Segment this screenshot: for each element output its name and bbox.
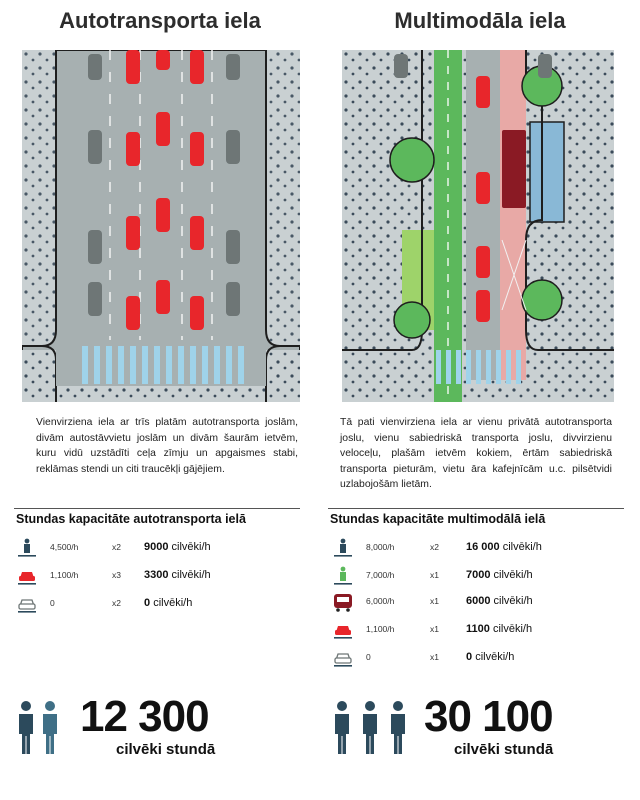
- left-description: Vienvirziena iela ar trīs platām autotra…: [36, 417, 298, 475]
- left-street-diagram: [22, 50, 300, 402]
- total-number: 0: [144, 597, 151, 609]
- rate: 1,100/h: [50, 570, 79, 580]
- total-unit: cilvēki/h: [153, 597, 193, 609]
- multiplier: x2: [430, 542, 439, 552]
- pedestrian-icon: [334, 538, 352, 557]
- right-row-bus: 6,000/h x1 6000 cilvēki/h: [332, 592, 622, 614]
- rate: 1,100/h: [366, 624, 395, 634]
- rate: 8,000/h: [366, 542, 395, 552]
- total-number: 7000: [466, 569, 491, 581]
- parked-car-icon: [18, 599, 36, 613]
- total-number: 9000: [144, 541, 169, 553]
- total-unit: cilvēki/h: [475, 651, 515, 663]
- right-title: Multimodāla iela: [394, 8, 566, 33]
- parked-car-icon: [334, 653, 352, 667]
- left-total: 12 300: [80, 692, 210, 741]
- rate: 0: [366, 652, 371, 662]
- multiplier: x3: [112, 570, 121, 580]
- multiplier: x1: [430, 624, 439, 634]
- bus-icon: [334, 594, 352, 612]
- total-unit: cilvēki/h: [171, 569, 211, 581]
- right-total: 30 100: [424, 692, 554, 741]
- total-number: 6000: [466, 595, 491, 607]
- left-total-label: cilvēki stundā: [116, 741, 216, 758]
- left-row-parked-car: 0 x2 0 cilvēki/h: [16, 594, 296, 616]
- total-unit: cilvēki/h: [171, 541, 211, 553]
- right-description: Tā pati vienvirziena iela ar vienu privā…: [340, 417, 612, 490]
- left-row-pedestrian: 4,500/h x2 9000 cilvēki/h: [16, 538, 296, 560]
- right-row-parked-car: 0 x1 0 cilvēki/h: [332, 648, 622, 670]
- multiplier: x1: [430, 596, 439, 606]
- right-total-label: cilvēki stundā: [454, 741, 554, 758]
- total-number: 3300: [144, 569, 169, 581]
- total-unit: cilvēki/h: [502, 541, 542, 553]
- right-row-pedestrian: 8,000/h x2 16 000 cilvēki/h: [332, 538, 622, 560]
- cyclist-icon: [334, 566, 352, 585]
- total-unit: cilvēki/h: [492, 623, 533, 635]
- multiplier: x1: [430, 652, 439, 662]
- rate: 7,000/h: [366, 570, 395, 580]
- left-title: Autotransporta iela: [59, 8, 261, 33]
- right-row-car: 1,100/h x1 1100 cilvēki/h: [332, 620, 622, 642]
- right-capacity-heading: Stundas kapacitāte multimodālā ielā: [330, 512, 546, 526]
- people-group-icon: [19, 701, 57, 754]
- total-number: 1100: [466, 623, 490, 635]
- total-unit: cilvēki/h: [493, 595, 533, 607]
- car-icon: [334, 626, 352, 639]
- car-icon: [18, 572, 36, 585]
- multiplier: x1: [430, 570, 439, 580]
- rate: 0: [50, 598, 55, 608]
- rate: 4,500/h: [50, 542, 79, 552]
- pedestrian-icon: [18, 538, 36, 557]
- right-street-diagram: [342, 50, 614, 402]
- right-divider: [328, 508, 624, 509]
- left-row-car: 1,100/h x3 3300 cilvēki/h: [16, 566, 296, 588]
- rate: 6,000/h: [366, 596, 395, 606]
- right-row-cyclist: 7,000/h x1 7000 cilvēki/h: [332, 566, 622, 588]
- multiplier: x2: [112, 598, 121, 608]
- people-group-icon: [335, 701, 405, 754]
- left-divider: [14, 508, 300, 509]
- multiplier: x2: [112, 542, 121, 552]
- left-capacity-heading: Stundas kapacitāte autotransporta ielā: [16, 512, 246, 526]
- total-number: 16 000: [466, 541, 500, 553]
- total-unit: cilvēki/h: [493, 569, 533, 581]
- total-number: 0: [466, 651, 473, 663]
